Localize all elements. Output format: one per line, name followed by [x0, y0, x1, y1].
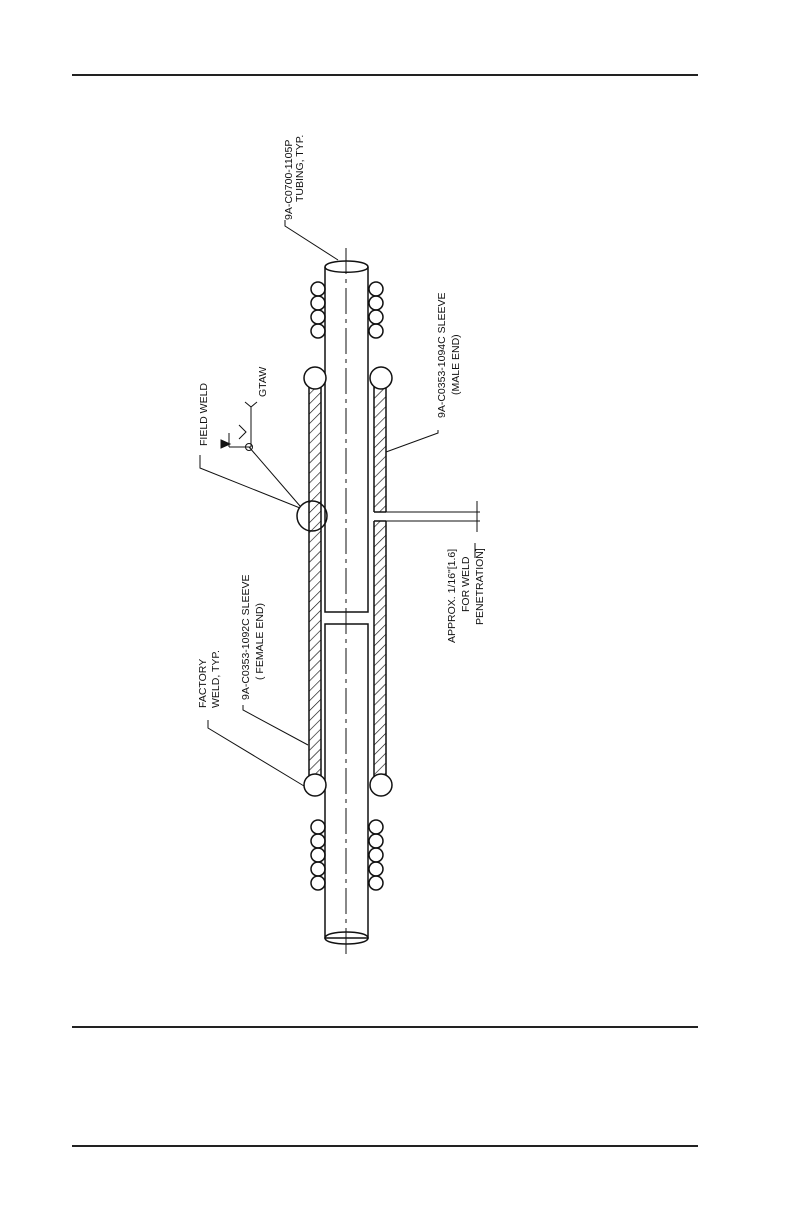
label-factory-2: WELD, TYP. [210, 650, 222, 708]
coils-lower-right [369, 820, 383, 890]
label-gtaw: GTAW [257, 367, 269, 397]
factory-weld-top-left [304, 367, 326, 389]
factory-weld-bottom-left [304, 774, 326, 796]
tubing-leader [285, 220, 338, 260]
coils-upper-left [311, 282, 325, 338]
female-sleeve-leader [243, 705, 308, 745]
male-sleeve-leader [386, 430, 438, 452]
label-tubing-2: TUBING, TYP. [294, 135, 306, 202]
label-female-sleeve-1: 9A-C0353-1092C SLEEVE [240, 575, 252, 701]
label-male-sleeve-1: 9A-C0353-1094C SLEEVE [436, 293, 448, 419]
weld-v-icon [239, 425, 246, 439]
coils-lower-left [311, 820, 325, 890]
field-weld-leader [200, 455, 300, 508]
factory-weld-leader [208, 720, 304, 786]
factory-weld-top-right [370, 367, 392, 389]
label-gap-2: FOR WELD [460, 556, 472, 612]
label-female-sleeve-2: ( FEMALE END) [254, 603, 266, 680]
label-field-weld: FIELD WELD [198, 383, 210, 446]
factory-weld-bottom-right [370, 774, 392, 796]
label-factory-1: FACTORY [197, 659, 209, 708]
weld-tail-icon [245, 402, 251, 447]
label-gap-3: PENETRATION] [474, 548, 486, 625]
right-sleeve [374, 380, 386, 782]
coils-upper-right [369, 282, 383, 338]
weld-arrow-leader [249, 447, 300, 506]
label-male-sleeve-2: (MALE END) [450, 334, 462, 395]
label-gap-1: APPROX. 1/16"[1.6] [446, 549, 458, 643]
left-sleeve [309, 380, 321, 782]
